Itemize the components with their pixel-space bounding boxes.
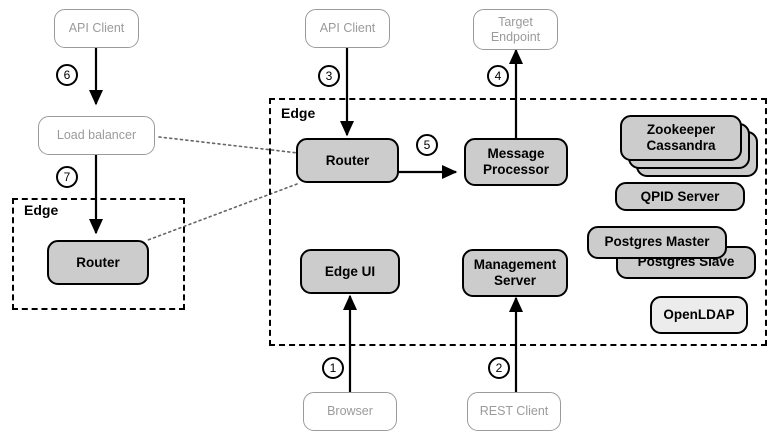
badge-step-2-number: 2 <box>495 361 503 375</box>
node-rest-client[interactable]: REST Client <box>467 392 561 431</box>
node-qpid-server-label: QPID Server <box>640 188 720 204</box>
node-target-endpoint[interactable]: Target Endpoint <box>473 9 558 50</box>
node-router-right-label: Router <box>325 152 370 168</box>
node-api-client-right[interactable]: API Client <box>305 9 390 48</box>
node-router-left-label: Router <box>76 254 120 270</box>
badge-step-6: 6 <box>56 64 78 86</box>
node-postgres-master-label: Postgres Master <box>604 234 710 250</box>
badge-step-1-number: 1 <box>329 361 337 375</box>
region-edge-right-title: Edge <box>281 105 316 121</box>
badge-step-5-number: 5 <box>423 138 431 152</box>
node-browser-label: Browser <box>327 404 373 419</box>
node-management-server[interactable]: Management Server <box>462 249 568 297</box>
region-edge-left <box>12 198 185 310</box>
node-router-left[interactable]: Router <box>47 240 149 285</box>
node-qpid-server[interactable]: QPID Server <box>615 182 745 211</box>
node-openldap[interactable]: OpenLDAP <box>650 296 748 334</box>
badge-step-6-number: 6 <box>63 68 71 82</box>
badge-step-7: 7 <box>56 166 78 188</box>
region-edge-right <box>269 98 767 346</box>
badge-step-5: 5 <box>416 134 438 156</box>
node-router-right[interactable]: Router <box>296 138 399 183</box>
node-rest-client-label: REST Client <box>479 404 549 419</box>
badge-step-3-number: 3 <box>325 69 333 83</box>
node-message-processor-label: Message Processor <box>482 146 550 177</box>
node-api-client-left[interactable]: API Client <box>54 9 139 48</box>
badge-step-1: 1 <box>322 357 344 379</box>
badge-step-4: 4 <box>487 65 509 87</box>
node-target-endpoint-label: Target Endpoint <box>490 14 541 44</box>
badge-step-4-number: 4 <box>494 69 502 83</box>
node-load-balancer[interactable]: Load balancer <box>38 116 155 155</box>
node-management-server-label: Management Server <box>473 257 557 288</box>
badge-step-7-number: 7 <box>63 170 71 184</box>
node-api-client-left-label: API Client <box>68 21 125 36</box>
stack-layer-front: Zookeeper Cassandra <box>620 115 742 161</box>
node-message-processor[interactable]: Message Processor <box>464 138 568 186</box>
node-zookeeper-cassandra-label: Zookeeper Cassandra <box>646 121 716 153</box>
stack-zookeeper-cassandra[interactable]: Zookeeper Cassandra <box>620 115 760 179</box>
node-openldap-label: OpenLDAP <box>663 307 735 323</box>
badge-step-2: 2 <box>488 357 510 379</box>
region-edge-left-title: Edge <box>24 202 59 218</box>
node-api-client-right-label: API Client <box>319 21 376 36</box>
node-postgres-master: Postgres Master <box>587 226 727 259</box>
stack-postgres[interactable]: Postgres Slave Postgres Master <box>587 226 757 288</box>
node-load-balancer-label: Load balancer <box>56 128 137 143</box>
node-browser[interactable]: Browser <box>303 392 397 431</box>
node-edge-ui[interactable]: Edge UI <box>300 249 400 294</box>
badge-step-3: 3 <box>318 65 340 87</box>
node-edge-ui-label: Edge UI <box>324 263 376 279</box>
